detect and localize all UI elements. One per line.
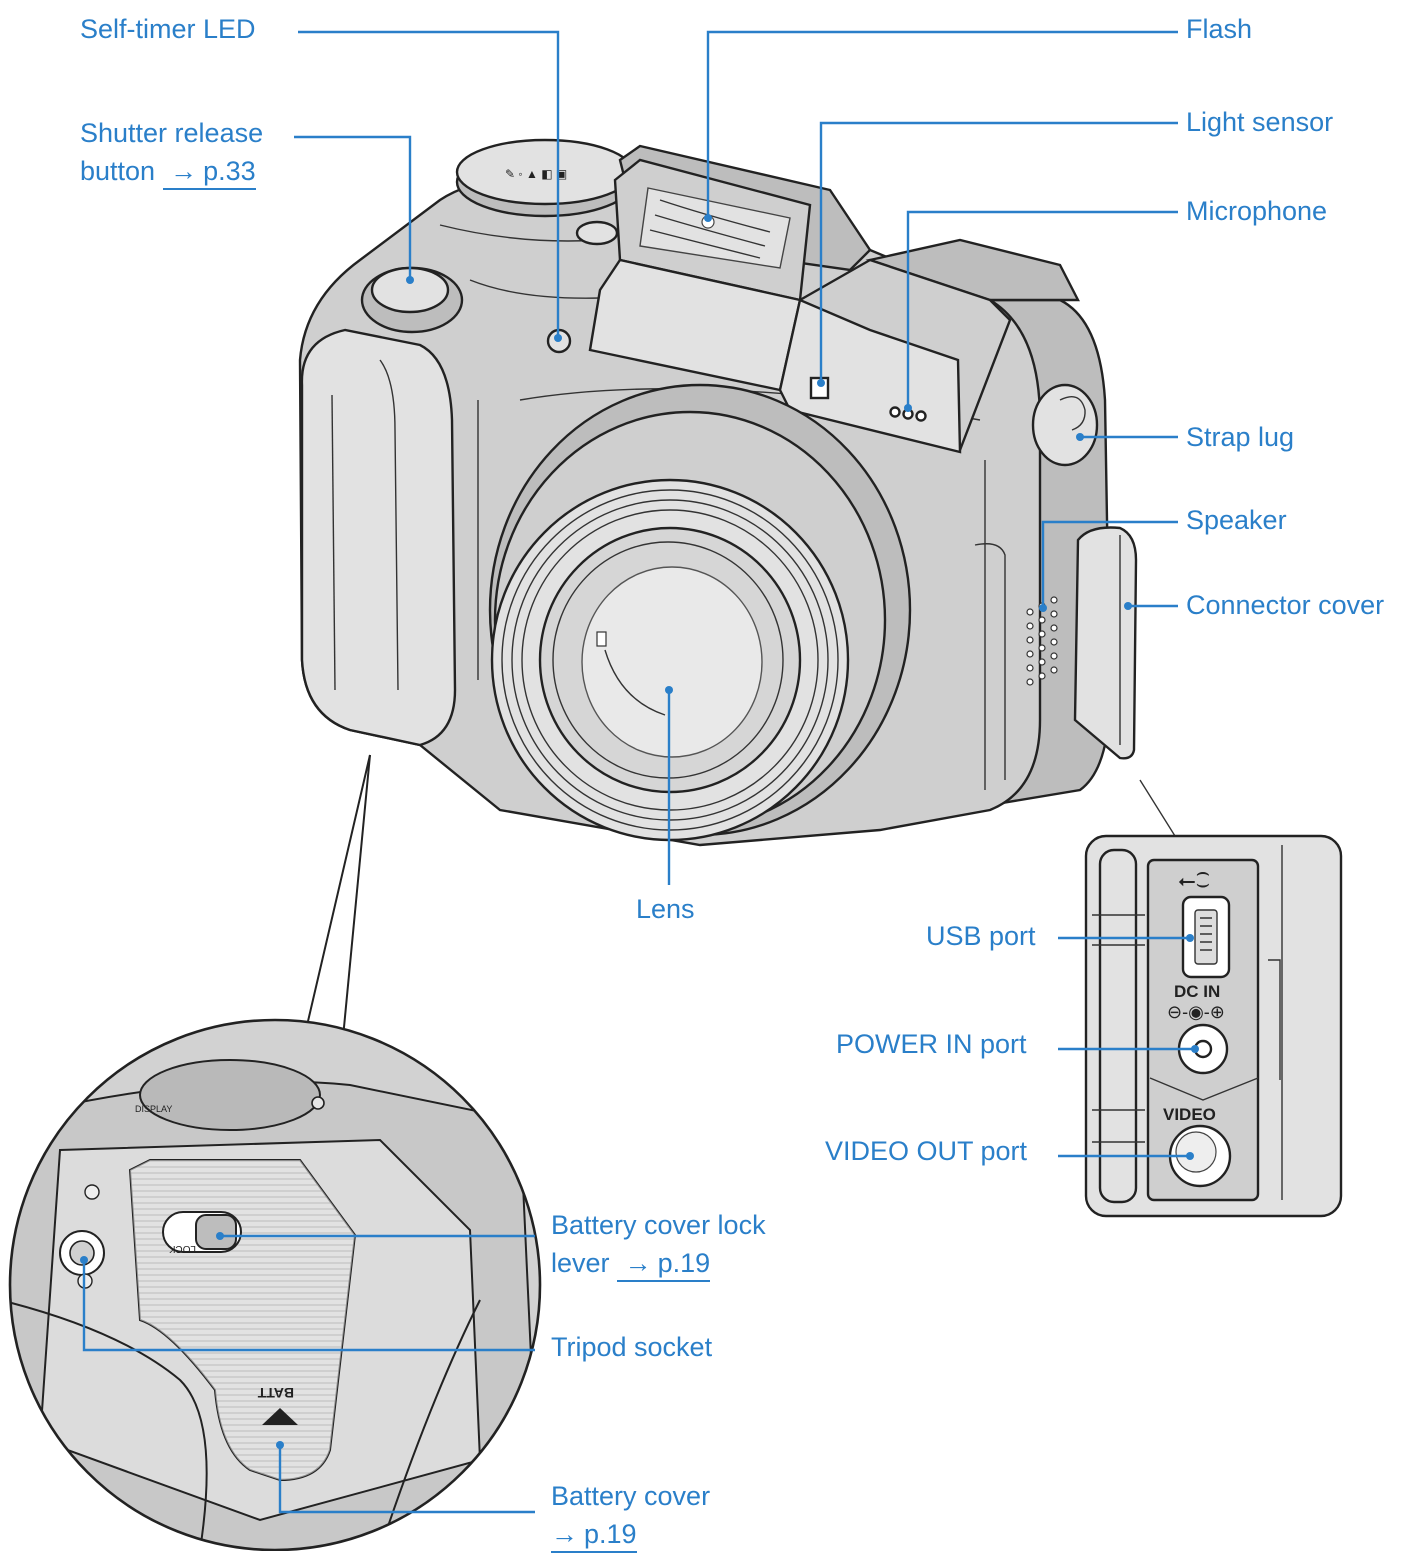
- polarity-icon: ⊖-◉-⊕: [1167, 1002, 1225, 1022]
- label-microphone: Microphone: [1186, 196, 1328, 226]
- sensor-block: [778, 238, 1080, 454]
- arrow-right-icon: →: [170, 156, 198, 186]
- label-self-timer-led: Self-timer LED: [80, 10, 256, 48]
- svg-text:✎ ◦ ▲ ◧ ▣: ✎ ◦ ▲ ◧ ▣: [505, 167, 567, 181]
- speaker-holes: [1026, 596, 1058, 686]
- arrow-right-icon: →: [551, 1519, 578, 1549]
- mode-dial: ✎ ◦ ▲ ◧ ▣: [455, 138, 635, 218]
- label-lens: Lens: [636, 894, 695, 924]
- label-speaker: Speaker: [1186, 505, 1287, 535]
- label-tripod-socket: Tripod socket: [551, 1332, 713, 1362]
- video-marking: VIDEO: [1163, 1105, 1216, 1124]
- label-strap-lug: Strap lug: [1186, 422, 1295, 452]
- batt-marking: BATT: [257, 1385, 294, 1401]
- label-flash: Flash: [1186, 14, 1253, 44]
- shutter-button-art: [360, 266, 464, 334]
- lock-marking: LOCK: [168, 1243, 196, 1254]
- small-button: [575, 220, 619, 246]
- connector-cover-art: [1073, 526, 1138, 760]
- label-video-out-port: VIDEO OUT port: [825, 1136, 1028, 1166]
- lens-art: [488, 383, 912, 842]
- strap-lug-art: [1031, 383, 1099, 467]
- display-marking: DISPLAY: [135, 1104, 172, 1114]
- leader-lines: [80, 30, 1199, 1514]
- label-shutter-release: Shutter release button →p.33: [80, 114, 263, 190]
- label-usb-port: USB port: [926, 921, 1036, 951]
- battery-cover-lock-page-ref[interactable]: →p.19: [617, 1247, 711, 1282]
- dc-in-marking: DC IN: [1174, 982, 1220, 1001]
- label-connector-cover: Connector cover: [1186, 590, 1385, 620]
- label-battery-cover-lock: Battery cover lock lever →p.19: [551, 1206, 766, 1282]
- label-shutter-release-line1: Shutter release: [80, 118, 264, 148]
- connector-panel-inset: ⭠⁐ DC IN ⊖-◉-⊕ VIDEO: [1084, 779, 1343, 1218]
- label-shutter-release-line2: button →p.33: [80, 152, 263, 190]
- label-self-timer-led-text: Self-timer LED: [80, 14, 256, 44]
- label-light-sensor: Light sensor: [1186, 107, 1334, 137]
- shutter-release-page-ref[interactable]: →p.33: [162, 155, 256, 190]
- flash-unit: [588, 144, 872, 392]
- usb-symbol-icon: ⭠⁐: [1178, 868, 1210, 893]
- bottom-view-inset: DISPLAY LOCK BATT: [8, 754, 542, 1551]
- arrow-right-icon: →: [624, 1248, 652, 1278]
- battery-cover-page-ref[interactable]: →p.19: [551, 1518, 637, 1553]
- triangle-icon: [262, 1408, 298, 1425]
- label-battery-cover: Battery cover →p.19: [551, 1477, 710, 1553]
- label-power-in-port: POWER IN port: [836, 1029, 1027, 1059]
